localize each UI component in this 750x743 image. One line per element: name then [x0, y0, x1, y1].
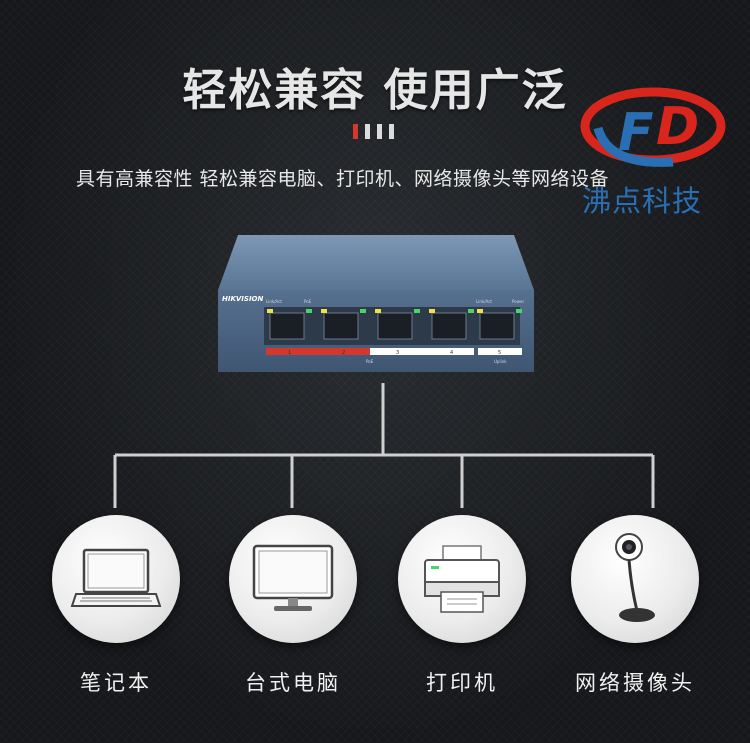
connection-lines — [113, 383, 655, 508]
device-label: 笔记本 — [80, 671, 152, 695]
led-label: Power — [512, 299, 524, 304]
monitor-icon — [252, 544, 334, 611]
device-label: 网络摄像头 — [575, 671, 695, 695]
device-laptop: 笔记本 — [52, 515, 180, 697]
poe-group-label: PoE — [366, 359, 374, 364]
led-label: PoE — [304, 299, 312, 304]
svg-text:2: 2 — [342, 350, 345, 356]
title-divider — [353, 124, 394, 139]
laptop-icon — [70, 548, 162, 607]
svg-text:4: 4 — [450, 350, 453, 356]
page-title: 轻松兼容 使用广泛 — [182, 65, 568, 116]
uplink-group-label: Uplink — [494, 359, 507, 364]
device-printer: 打印机 — [398, 515, 526, 697]
led-label: Link/Act — [266, 299, 282, 304]
page-subtitle: 具有高兼容性 轻松兼容电脑、打印机、网络摄像头等网络设备 — [76, 168, 610, 190]
fd-logo: F D — [580, 87, 726, 167]
led-label: Link/Act — [476, 299, 492, 304]
svg-text:5: 5 — [498, 350, 501, 356]
device-desktop: 台式电脑 — [229, 515, 357, 697]
logo-name: 沸点科技 — [582, 184, 703, 218]
svg-text:D: D — [656, 97, 699, 157]
svg-text:F: F — [618, 103, 654, 163]
switch-brand: HIKVISION — [222, 295, 264, 303]
device-webcam: 网络摄像头 — [565, 515, 705, 697]
device-label: 台式电脑 — [245, 671, 341, 695]
device-label: 打印机 — [426, 671, 498, 695]
webcam-icon — [615, 533, 655, 622]
printer-icon — [424, 545, 500, 613]
svg-text:3: 3 — [396, 350, 399, 356]
svg-text:1: 1 — [288, 350, 291, 356]
